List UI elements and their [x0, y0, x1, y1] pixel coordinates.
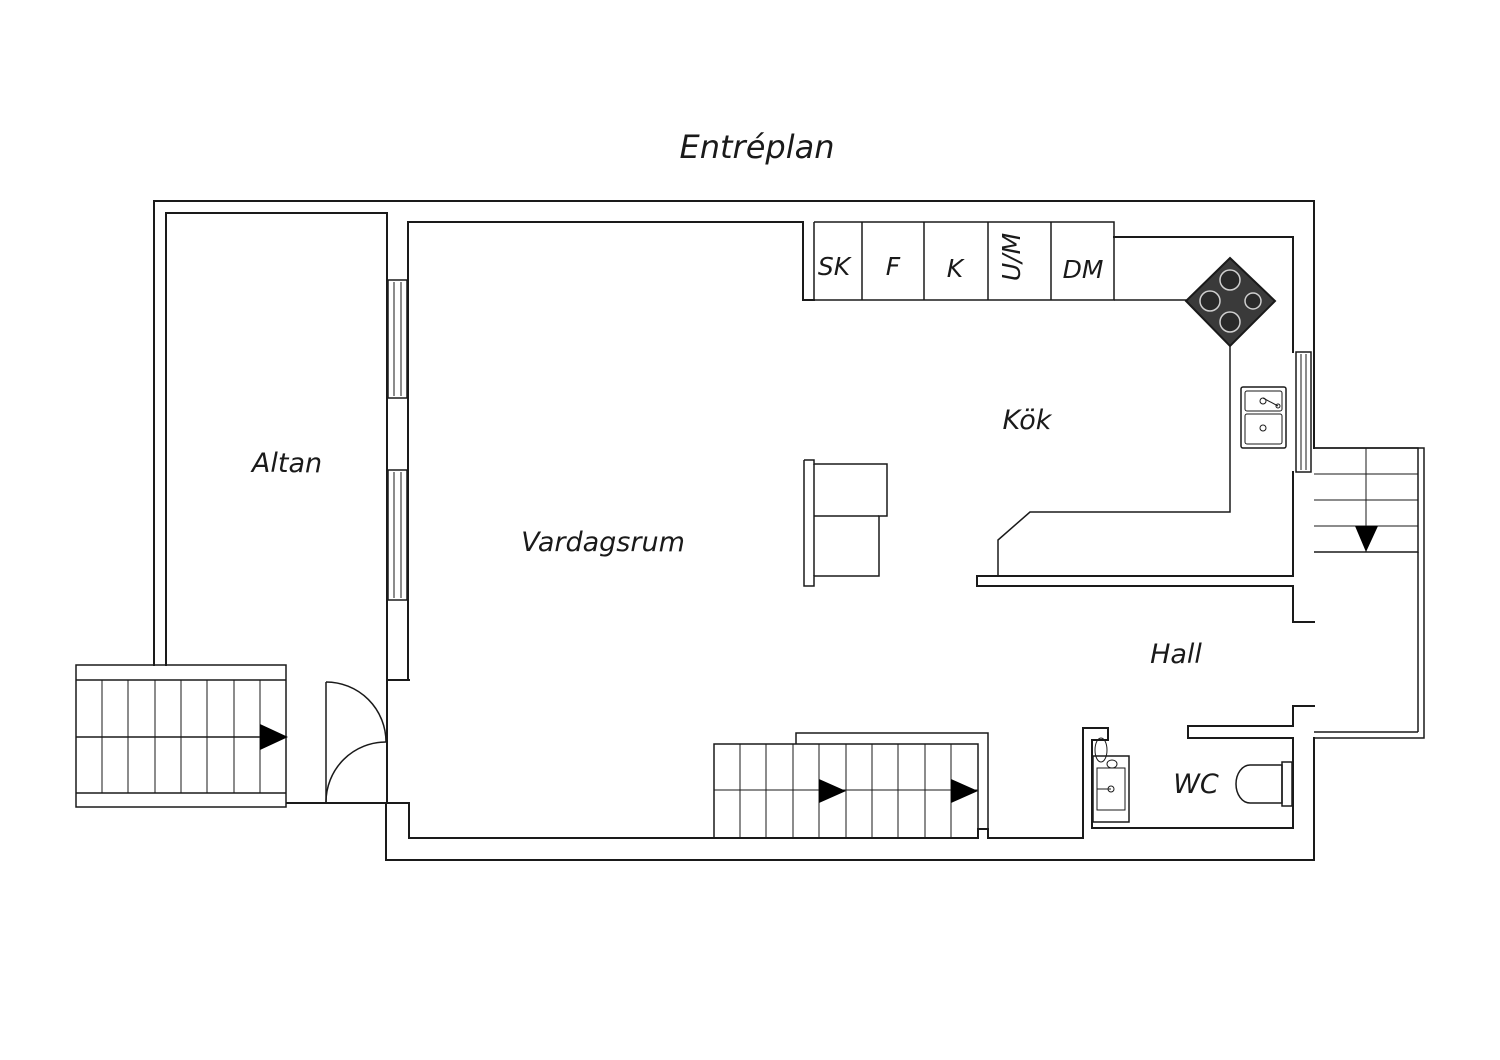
interior-stairs	[713, 732, 989, 839]
stairs-arrow-icon	[951, 779, 978, 803]
right-stairs	[1295, 351, 1425, 739]
stairs-arrow-icon	[819, 779, 846, 803]
washbasin-icon	[1092, 737, 1130, 823]
stove-icon	[1184, 256, 1277, 348]
appliance-label-dm: DM	[1063, 255, 1104, 284]
plan-title: Entréplan	[680, 128, 835, 166]
room-label-vardagsrum: Vardagsrum	[521, 527, 685, 558]
room-label-kok: Kök	[1003, 405, 1053, 436]
appliance-label-sk: SK	[818, 252, 853, 281]
appliance-label-um: U/M	[997, 233, 1026, 281]
altan-windows	[387, 279, 408, 601]
room-label-wc: WC	[1173, 769, 1219, 800]
door-swing-icon	[325, 681, 387, 803]
room-island	[803, 459, 888, 587]
toilet-icon	[1235, 761, 1293, 807]
appliance-label-f: F	[886, 252, 901, 281]
outer-walls	[153, 200, 1315, 861]
room-label-altan: Altan	[250, 448, 322, 479]
stairs-arrow-icon	[1355, 526, 1378, 552]
left-stairs	[75, 664, 288, 808]
stairs-arrow-icon	[260, 724, 288, 750]
sink-icon	[1240, 386, 1287, 449]
room-label-hall: Hall	[1150, 639, 1202, 670]
appliance-label-k: K	[947, 254, 966, 283]
